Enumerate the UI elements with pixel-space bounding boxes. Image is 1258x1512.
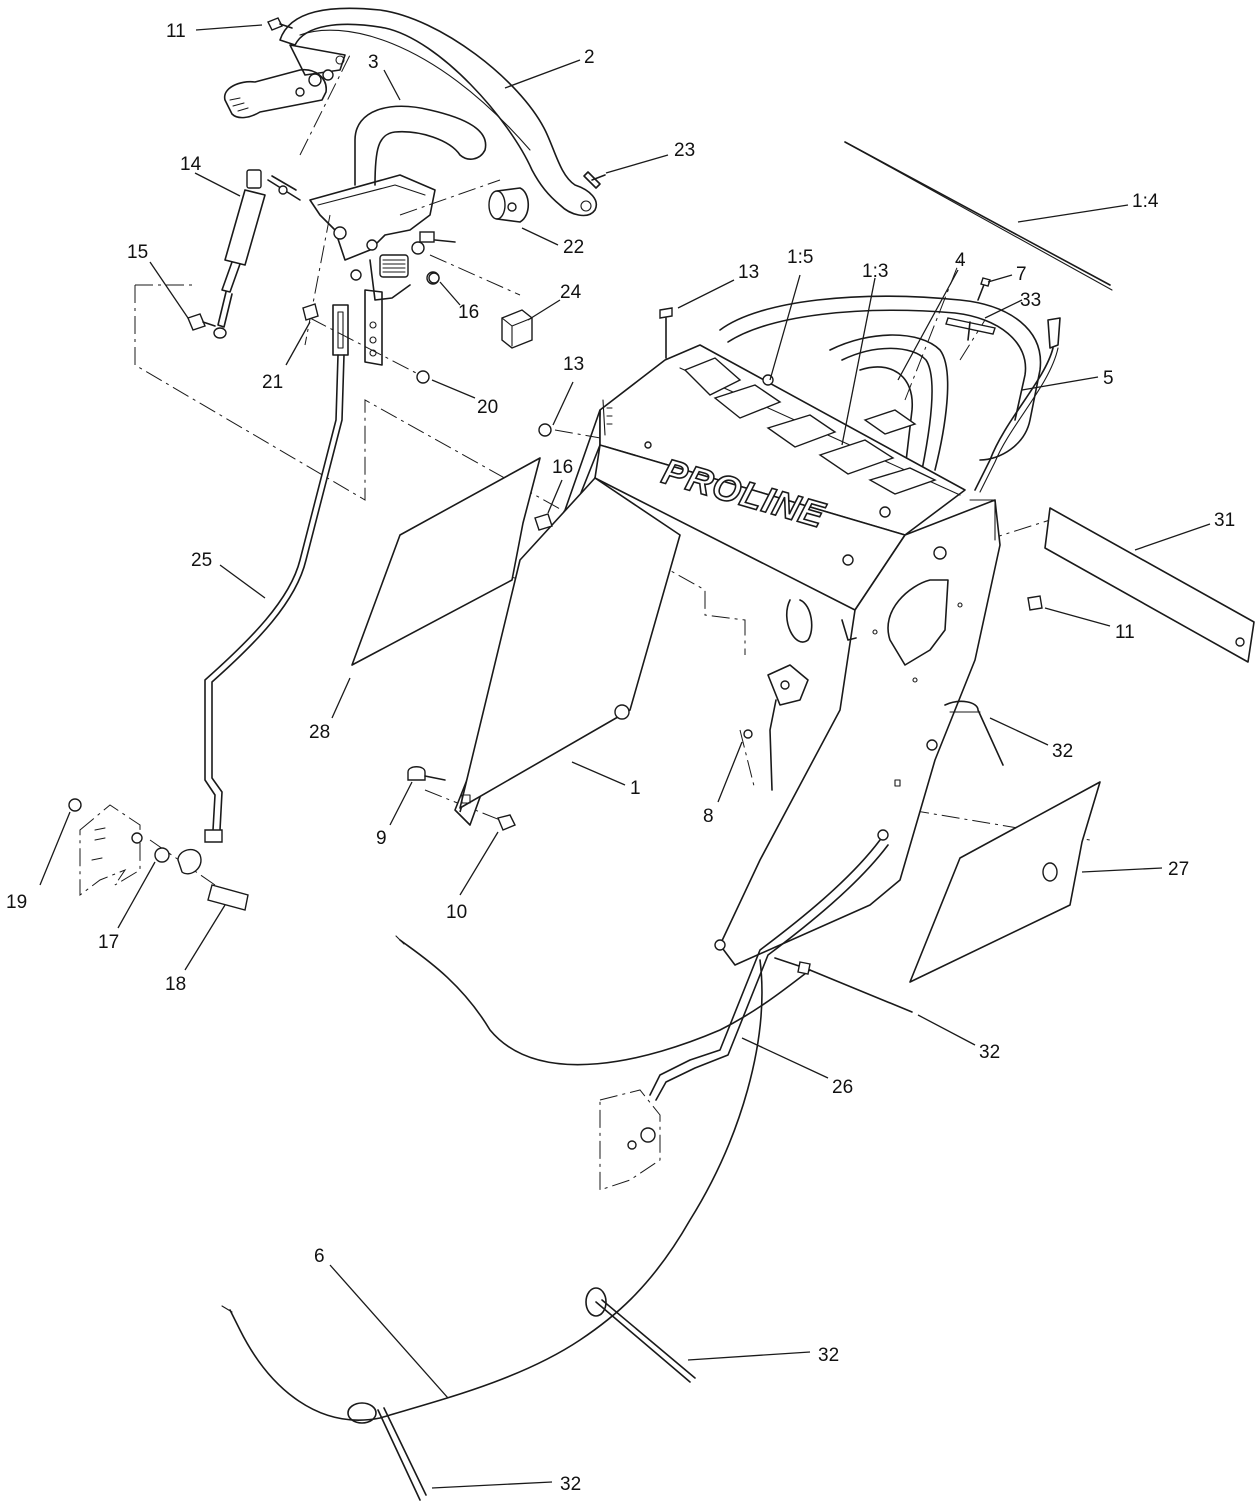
lever-plate (224, 68, 334, 119)
callout-33: 33 (1020, 290, 1041, 311)
callout-11-top: 11 (166, 21, 186, 42)
callout-13-top: 13 (738, 262, 759, 283)
callout-28: 28 (309, 722, 330, 743)
callout-32-frame: 32 (1052, 741, 1073, 762)
bolt-part-11-top (267, 17, 293, 31)
throttle-cable (395, 935, 913, 1066)
cover-plate-part-27 (909, 781, 1101, 983)
bolt-part-15 (187, 313, 216, 331)
bracket-part-3 (309, 105, 487, 301)
rod-part-25 (177, 354, 345, 875)
callout-1-5: 1:5 (787, 247, 813, 268)
callout-32-mid: 32 (979, 1042, 1000, 1063)
callout-10: 10 (446, 902, 467, 923)
bolt-part-11-right (1027, 595, 1043, 611)
leader-lines (39, 24, 1211, 1489)
callout-7: 7 (1016, 264, 1027, 285)
callout-6: 6 (314, 1246, 325, 1267)
callout-16-top: 16 (458, 302, 479, 323)
cable-tie-lower-1 (585, 1287, 696, 1383)
callout-1-3: 1:3 (862, 261, 888, 282)
callout-15: 15 (127, 242, 148, 263)
bolt-part-23 (583, 171, 606, 189)
hardware-small (302, 272, 440, 384)
callout-18: 18 (165, 974, 186, 995)
callout-5: 5 (1103, 368, 1114, 389)
callout-21: 21 (262, 372, 283, 393)
callouts: 11 2 3 23 14 22 1:4 15 13 1:5 1:3 4 7 24… (6, 21, 1235, 1495)
cable-part-5 (974, 317, 1061, 493)
frame-hardware (407, 307, 673, 831)
control-handle-part-2 (279, 7, 597, 217)
callout-32-lower: 32 (818, 1345, 839, 1366)
callout-20: 20 (477, 397, 498, 418)
cable-part-26 (599, 839, 889, 1191)
callout-1-4: 1:4 (1132, 191, 1159, 212)
callout-23: 23 (674, 140, 695, 161)
bar-part-31 (1044, 507, 1255, 663)
gas-spring-part-14 (213, 169, 301, 339)
callout-8: 8 (703, 806, 714, 827)
slotted-bracket (332, 289, 383, 366)
callout-4: 4 (955, 250, 966, 271)
callout-27: 27 (1168, 859, 1189, 880)
callout-31: 31 (1214, 510, 1235, 531)
callout-17: 17 (98, 932, 119, 953)
cable-part-6 (221, 959, 763, 1421)
block-part-24 (501, 309, 533, 349)
callout-14: 14 (180, 154, 202, 175)
callout-3: 3 (368, 52, 379, 73)
callout-2: 2 (584, 47, 595, 68)
callout-24: 24 (560, 282, 582, 303)
hardware-7-33 (945, 277, 996, 341)
cable-tie-right (944, 700, 1004, 766)
main-frame-part-1 (454, 295, 1042, 966)
callout-32-bottom: 32 (560, 1474, 581, 1495)
callout-9: 9 (376, 828, 387, 849)
bumper-part-22 (488, 187, 530, 223)
callout-26: 26 (832, 1077, 853, 1098)
mount-bracket-left (68, 798, 249, 911)
callout-1: 1 (630, 778, 641, 799)
cover-plate-part-28 (351, 457, 541, 666)
callout-22: 22 (563, 237, 584, 258)
callout-13-mid: 13 (563, 354, 584, 375)
rod-part-1-4 (844, 141, 1113, 291)
callout-19: 19 (6, 892, 27, 913)
callout-11-right: 11 (1115, 622, 1135, 643)
callout-25: 25 (191, 550, 212, 571)
cable-tie-lower-2 (347, 1402, 427, 1501)
callout-16-mid: 16 (552, 457, 573, 478)
